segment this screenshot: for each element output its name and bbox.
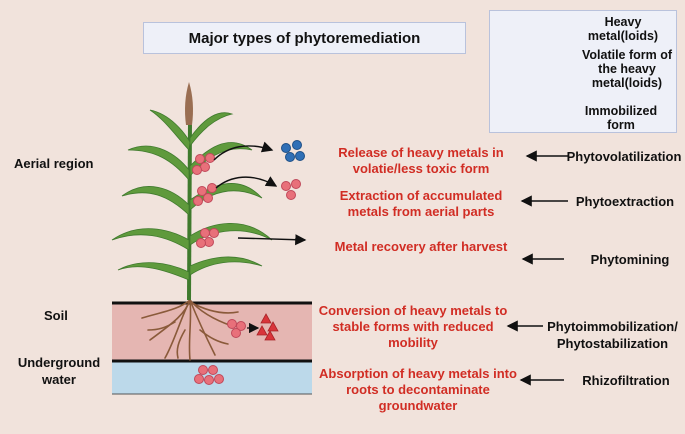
legend xyxy=(489,10,677,133)
process-extraction: Extraction of accumulated metals from ae… xyxy=(339,188,503,219)
legend-immobilized-label: Immobilized form xyxy=(584,104,658,132)
water-metal-dots xyxy=(194,365,224,385)
method-phytoextraction: Phytoextraction xyxy=(575,194,675,209)
volatilization-arrow xyxy=(213,141,274,161)
extracted-metal-dots xyxy=(281,179,301,200)
volatile-dots xyxy=(281,140,305,162)
method-phytomining: Phytomining xyxy=(590,252,670,267)
process-mining: Metal recovery after harvest xyxy=(334,239,508,254)
process-immobilization: Conversion of heavy metals to stable for… xyxy=(318,303,508,350)
process-rhizofiltration: Absorption of heavy metals into roots to… xyxy=(319,366,517,413)
plant-metal-dots xyxy=(192,153,219,248)
region-aerial: Aerial region xyxy=(14,156,94,171)
plant-stem xyxy=(187,119,192,301)
method-phytoimmobilization: Phytoimmobilization/ Phytostabilization xyxy=(547,319,678,351)
diagram-title: Major types of phytoremediation xyxy=(143,22,466,54)
region-soil: Soil xyxy=(44,308,68,323)
plant-tassel xyxy=(185,82,193,125)
method-phytovolatilization: Phytovolatilization xyxy=(566,149,682,164)
method-rhizofiltration: Rhizofiltration xyxy=(582,373,670,388)
region-underground: Underground water xyxy=(17,355,101,387)
mining-arrow xyxy=(237,234,307,246)
immobilized-triangles xyxy=(256,313,279,341)
process-volatilization: Release of heavy metals in volatie/less … xyxy=(338,145,504,176)
plant-leaves xyxy=(111,109,273,281)
soil-metal-dots xyxy=(227,319,246,338)
soil-layer xyxy=(112,304,312,360)
extraction-arrow xyxy=(215,176,278,189)
legend-heavy-metal-label: Heavy metal(loids) xyxy=(587,15,659,43)
method-arrows xyxy=(506,150,568,386)
legend-volatile-label: Volatile form of the heavy metal(loids) xyxy=(581,48,673,90)
